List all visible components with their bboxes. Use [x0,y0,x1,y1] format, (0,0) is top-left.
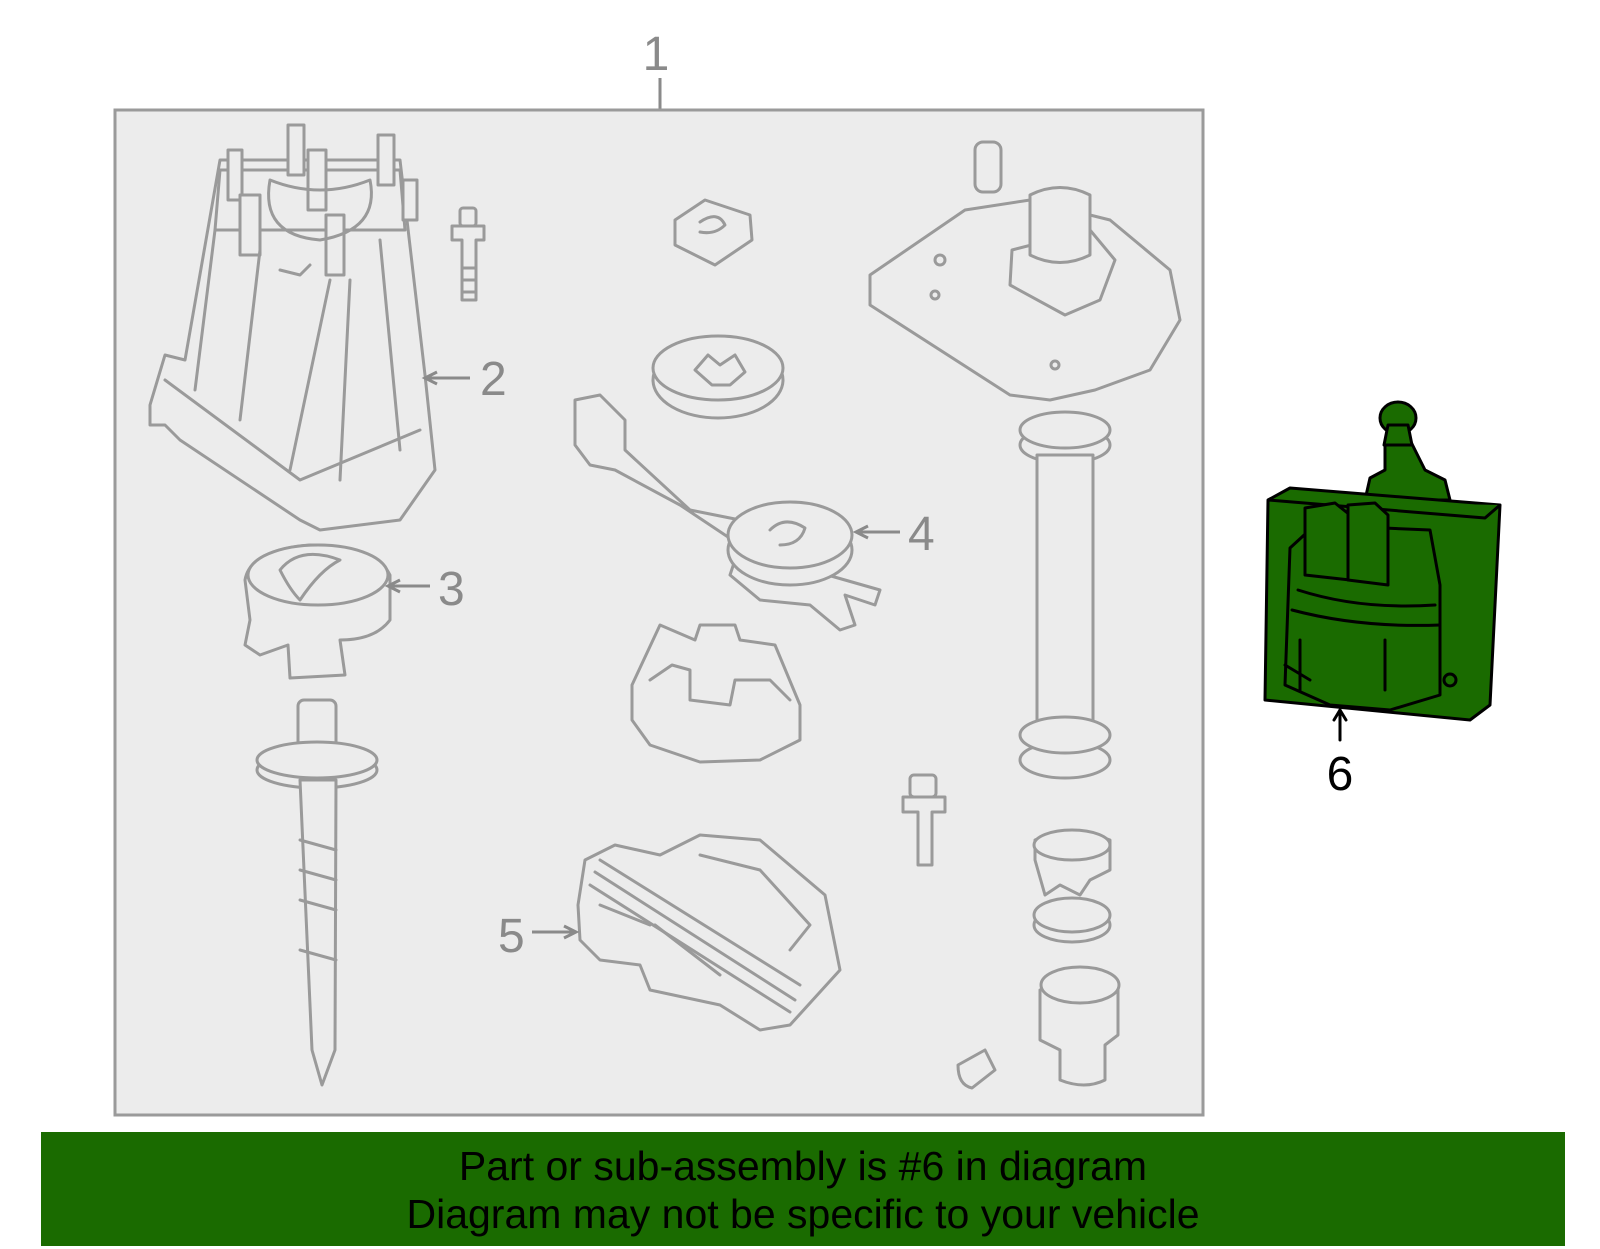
distributor-shaft [255,698,379,1087]
callout-5-label: 5 [498,910,525,963]
module-screw [901,773,947,867]
distributor-housing [868,140,1182,780]
rotor [243,543,392,680]
banner-line-2: Diagram may not be specific to your vehi… [406,1191,1200,1237]
callout-2-arrow [421,370,438,386]
callout-4-arrow [852,524,869,540]
callout-6-label: 6 [1327,748,1354,801]
info-banner: Part or sub-assembly is #6 in diagram Di… [41,1132,1565,1246]
ignition-module [576,833,842,1032]
callout-6-arrow [1332,707,1348,722]
callout-4-label: 4 [908,508,935,561]
pickup-coil [573,393,882,632]
callout-3-label: 3 [438,563,465,616]
pole-piece [630,623,802,764]
ignition-coil-highlighted [1263,400,1502,722]
retainer-clip [673,198,754,267]
drive-gear [651,334,785,420]
callout-5-arrow [563,924,580,940]
callout-1-label: 1 [643,28,670,81]
shaft-washers [956,828,1121,1090]
distributor-cap [148,123,437,532]
callout-2-label: 2 [480,353,507,406]
cap-screw [450,206,486,302]
banner-line-1: Part or sub-assembly is #6 in diagram [458,1143,1148,1189]
callout-3-arrow [384,578,401,594]
